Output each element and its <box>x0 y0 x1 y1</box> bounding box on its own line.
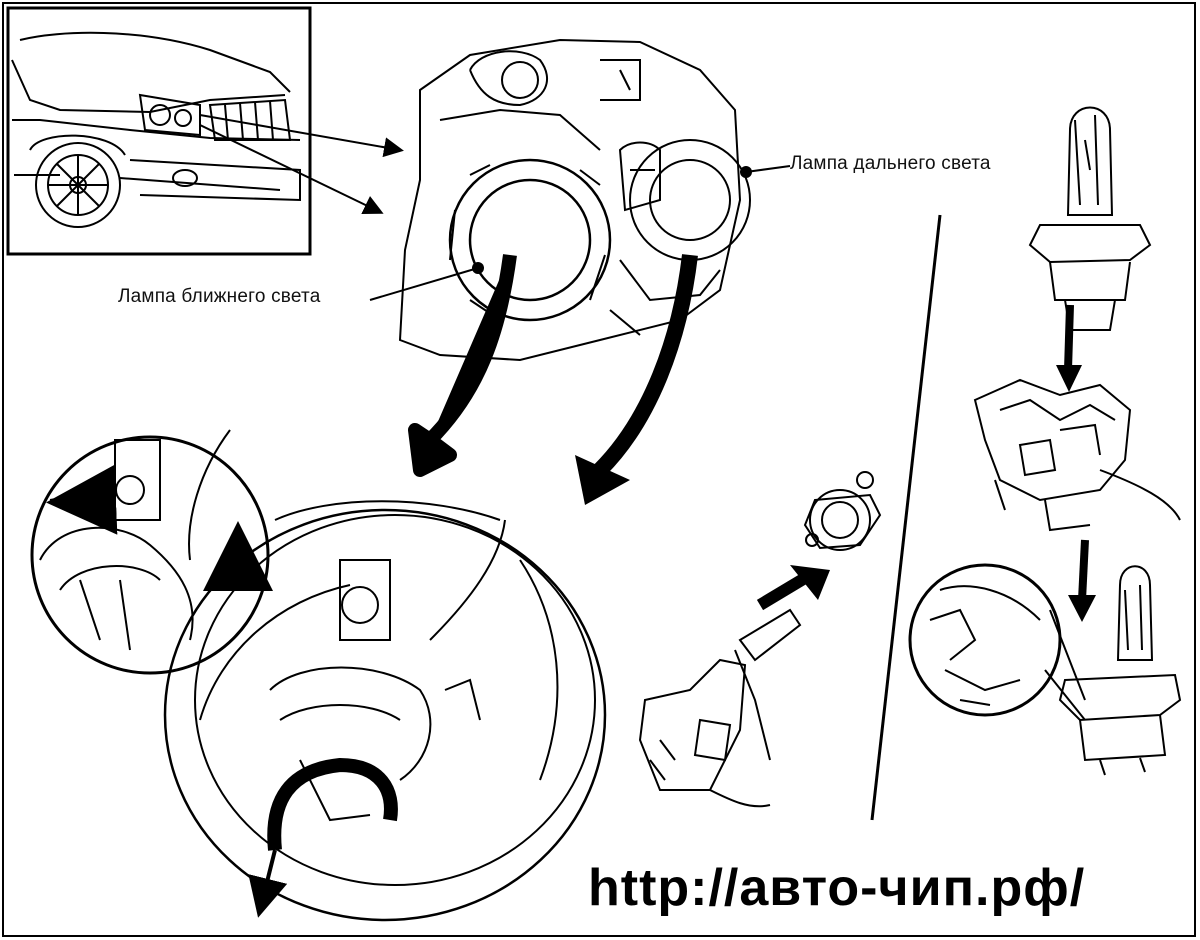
bulb-with-socket <box>638 608 802 808</box>
pull-out-arrow <box>248 849 288 918</box>
detail-circle-left <box>30 429 270 675</box>
big-arrow-high-beam-head <box>575 455 630 505</box>
down-arrow-top-head <box>1056 365 1082 392</box>
h7-bulb-bottom <box>1058 565 1182 776</box>
insert-arrow-shaft <box>756 569 814 611</box>
detail-circle-right <box>908 563 1086 721</box>
inset-arrow-2 <box>199 124 384 215</box>
car-inset <box>6 6 312 256</box>
high-beam-leader <box>745 165 791 173</box>
big-arrow-low-beam <box>408 254 517 477</box>
down-arrow-bottom-shaft <box>1078 539 1089 601</box>
down-arrow-bottom-head <box>1068 595 1096 622</box>
headlight-assembly <box>398 38 751 362</box>
bulb-cap-small <box>803 471 882 551</box>
section-divider <box>870 214 942 821</box>
retaining-clip-arrow <box>267 757 398 851</box>
big-arrow-high-beam-shaft <box>594 254 698 476</box>
down-arrow-top-shaft <box>1064 304 1074 371</box>
detail-rotate-arrow-left <box>46 464 118 535</box>
low-beam-leader <box>369 267 479 301</box>
insert-arrow-head <box>790 565 830 600</box>
reflector-bulb-removal <box>163 500 607 922</box>
h7-bulb-top <box>1028 106 1152 331</box>
low-beam-label: Лампа ближнего света <box>118 286 321 307</box>
bulb-holder <box>973 378 1181 532</box>
watermark-url: http://авто-чип.рф/ <box>588 859 1086 917</box>
inset-arrow-1 <box>199 114 404 158</box>
high-beam-label: Лампа дальнего света <box>790 153 991 174</box>
